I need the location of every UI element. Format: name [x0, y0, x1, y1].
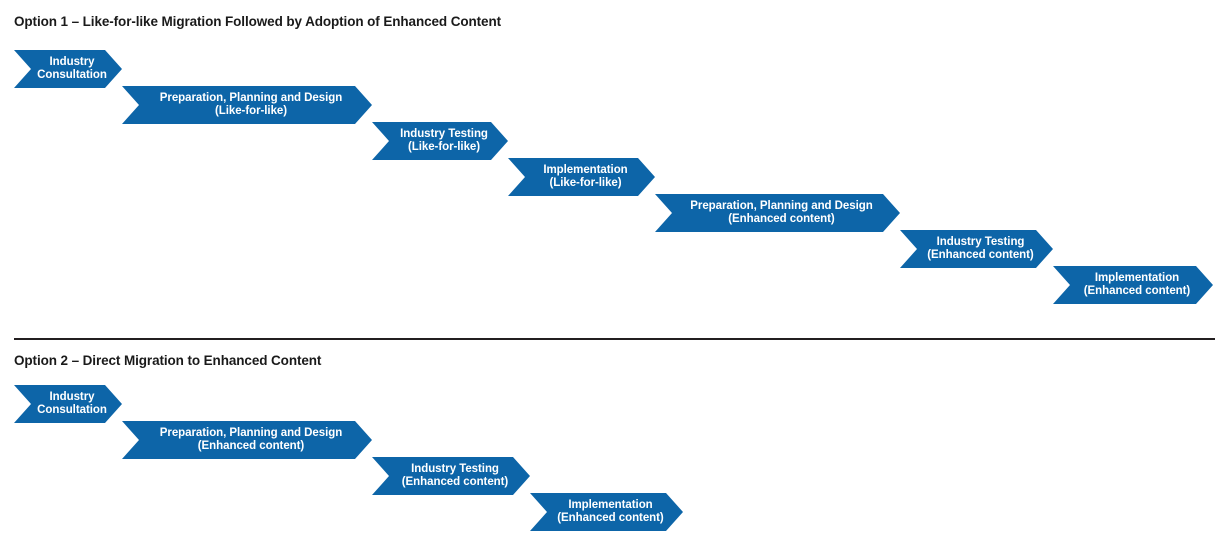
section-divider [14, 338, 1215, 340]
process-step-label: Industry Testing (Enhanced content) [927, 235, 1034, 261]
process-step-label: Industry Testing (Like-for-like) [400, 127, 488, 153]
process-step-label: Implementation (Enhanced content) [557, 498, 664, 524]
process-step-o1-industry-testing-lfl: Industry Testing (Like-for-like) [372, 122, 508, 160]
process-step-o1-implementation-lfl: Implementation (Like-for-like) [508, 158, 655, 196]
option-2-title: Option 2 – Direct Migration to Enhanced … [14, 353, 322, 368]
process-step-label: Industry Consultation [37, 55, 107, 81]
process-step-label: Preparation, Planning and Design (Enhanc… [159, 426, 343, 452]
process-step-o1-industry-consultation: Industry Consultation [14, 50, 122, 88]
process-step-label: Preparation, Planning and Design (Like-f… [159, 91, 343, 117]
process-step-o2-prep-planning-design-enh: Preparation, Planning and Design (Enhanc… [122, 421, 372, 459]
process-step-o1-industry-testing-enh: Industry Testing (Enhanced content) [900, 230, 1053, 268]
process-step-o2-industry-consultation: Industry Consultation [14, 385, 122, 423]
process-step-label: Industry Testing (Enhanced content) [401, 462, 509, 488]
process-step-label: Implementation (Like-for-like) [543, 163, 628, 189]
option-1-title: Option 1 – Like-for-like Migration Follo… [14, 14, 501, 29]
process-step-label: Industry Consultation [37, 390, 107, 416]
process-step-label: Implementation (Enhanced content) [1083, 271, 1191, 297]
process-step-o1-prep-planning-design-lfl: Preparation, Planning and Design (Like-f… [122, 86, 372, 124]
process-step-o2-industry-testing-enh: Industry Testing (Enhanced content) [372, 457, 530, 495]
process-step-label: Preparation, Planning and Design (Enhanc… [690, 199, 873, 225]
process-step-o2-implementation-enh: Implementation (Enhanced content) [530, 493, 683, 531]
process-step-o1-implementation-enh: Implementation (Enhanced content) [1053, 266, 1213, 304]
process-step-o1-prep-planning-design-enh: Preparation, Planning and Design (Enhanc… [655, 194, 900, 232]
